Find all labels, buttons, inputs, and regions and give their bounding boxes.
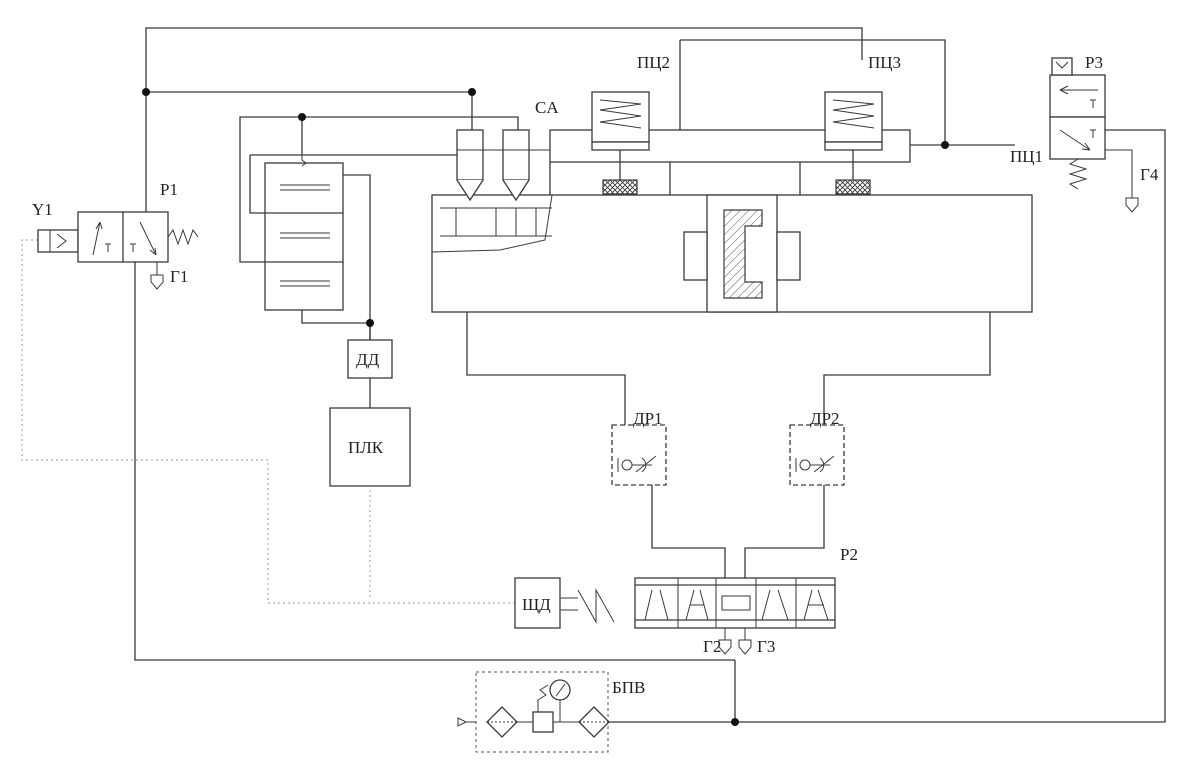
label-shd: ЩД [522, 595, 551, 614]
label-dr1: ДР1 [633, 409, 663, 428]
exhaust-icon [150, 262, 164, 290]
throttle-icon [617, 455, 657, 473]
pneumatic-lines [134, 27, 1166, 723]
label-dd: ДД [356, 350, 380, 369]
valve-p1 [37, 211, 199, 290]
gauge-icon [549, 679, 571, 701]
cylinder-pc2 [591, 91, 650, 195]
suction-cups-ca [456, 129, 550, 202]
air-prep-unit-bpv [457, 671, 610, 753]
pneumatic-stack [264, 155, 344, 311]
label-g2: Г2 [703, 637, 721, 656]
label-g3: Г3 [757, 637, 775, 656]
label-p1: P1 [160, 180, 178, 199]
label-y1: Y1 [32, 200, 53, 219]
label-plk: ПЛК [348, 438, 384, 457]
exhaust-icon [1105, 149, 1139, 213]
label-g1: Г1 [170, 267, 188, 286]
filter-icon [578, 706, 610, 738]
throttle-dr1 [611, 424, 667, 486]
valve-p3 [1049, 57, 1139, 213]
solenoid-icon [37, 229, 79, 253]
label-g4: Г4 [1140, 165, 1159, 184]
spring-icon [560, 588, 615, 624]
label-pc3: ПЦ3 [868, 53, 901, 72]
junctions [142, 88, 949, 726]
label-p2: P2 [840, 545, 858, 564]
throttle-icon [795, 455, 835, 473]
pressure-sensor-dd: ДД [347, 339, 393, 379]
valve-icon [644, 589, 829, 621]
label-pc1: ПЦ1 [1010, 147, 1043, 166]
cylinder-pc3 [824, 91, 883, 195]
label-dr2: ДР2 [810, 409, 840, 428]
label-p3: P3 [1085, 53, 1103, 72]
stand-body [431, 194, 1033, 313]
plc-plk: ПЛК [329, 407, 411, 487]
filter-icon [486, 706, 518, 738]
exhaust-icon [718, 628, 752, 655]
valve-icon [92, 221, 157, 256]
valve-p2: ЩД [514, 577, 836, 655]
label-bpv: БПВ [612, 678, 645, 697]
throttle-dr2 [789, 424, 845, 486]
spring-icon [167, 228, 199, 246]
label-ca: CA [535, 98, 559, 117]
label-pc2: ПЦ2 [637, 53, 670, 72]
spring-icon [1068, 158, 1088, 190]
